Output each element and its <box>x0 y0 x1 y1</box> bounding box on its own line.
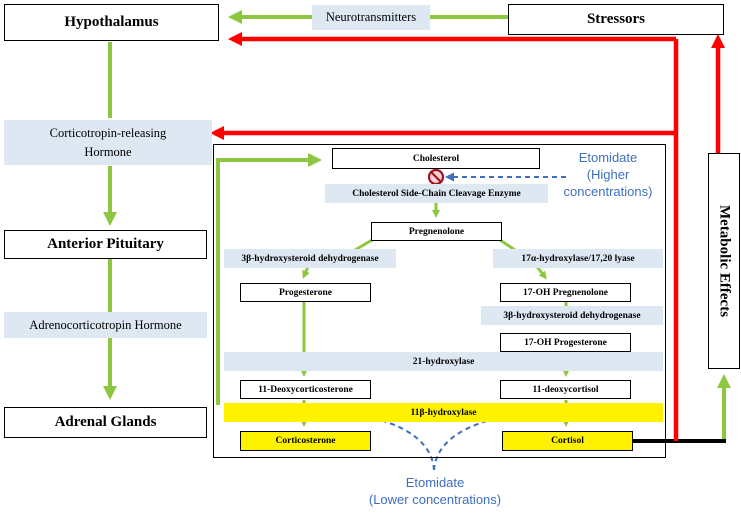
arrow-adrenal-to-cholesterol <box>216 153 322 405</box>
adrenal-pathway-frame <box>213 144 666 458</box>
adrenal-glands-box: Adrenal Glands <box>4 407 207 438</box>
etomidate-low-label: Etomidate (Lower concentrations) <box>350 474 520 512</box>
etomidate-high-label: Etomidate (Higher concentrations) <box>556 149 660 203</box>
etomidate-low-arrow-left <box>317 406 435 471</box>
metabolic-effects-label: Metabolic Effects <box>716 204 733 318</box>
crh-label: Corticotropin-releasing Hormone <box>4 120 212 165</box>
cortisol-box: Cortisol <box>502 431 633 451</box>
etomidate-high-line2: (Higher <box>586 167 630 182</box>
hsd-left-label: 3β-hydroxysteroid dehydrogenase <box>224 249 396 268</box>
scc-enzyme-label: Cholesterol Side-Chain Cleavage Enzyme <box>325 184 548 203</box>
anterior-pituitary-box: Anterior Pituitary <box>4 230 207 259</box>
metabolic-effects-box: Metabolic Effects <box>708 153 740 369</box>
hsd-right-label: 3β-hydroxysteroid dehydrogenase <box>481 306 663 325</box>
hydroxylase21-label: 21-hydroxylase <box>224 352 663 371</box>
etomidate-high-line3: concentrations) <box>563 184 653 199</box>
cholesterol-box: Cholesterol <box>332 148 540 169</box>
stressors-box: Stressors <box>508 4 724 35</box>
etomidate-high-line1: Etomidate <box>578 150 638 165</box>
etomidate-low-line2: (Lower concentrations) <box>368 492 502 507</box>
acth-label: Adrenocorticotropin Hormone <box>4 312 207 338</box>
deoxycorticosterone-box: 11-Deoxycorticosterone <box>240 380 371 399</box>
neurotransmitters-label: Neurotransmitters <box>312 5 430 30</box>
hydroxylase11b-label: 11β-hydroxylase <box>224 403 663 422</box>
progesterone-box: Progesterone <box>240 283 371 302</box>
deoxycortisol-box: 11-deoxycortisol <box>500 380 631 399</box>
hypothalamus-box: Hypothalamus <box>4 4 219 41</box>
oh-progesterone-box: 17-OH Progesterone <box>500 333 631 352</box>
oh-pregnenolone-box: 17-OH Pregnenolone <box>500 283 631 302</box>
hydroxylase17-label: 17α-hydroxylase/17,20 lyase <box>493 249 663 268</box>
arrow-pregnenolone-to-left <box>354 238 373 252</box>
etomidate-low-arrow-right <box>433 406 555 471</box>
arrow-pregnenolone-to-right <box>499 238 516 252</box>
pregnenolone-box: Pregnenolone <box>371 222 502 241</box>
etomidate-low-line1: Etomidate <box>405 475 465 490</box>
corticosterone-box: Corticosterone <box>240 431 371 451</box>
